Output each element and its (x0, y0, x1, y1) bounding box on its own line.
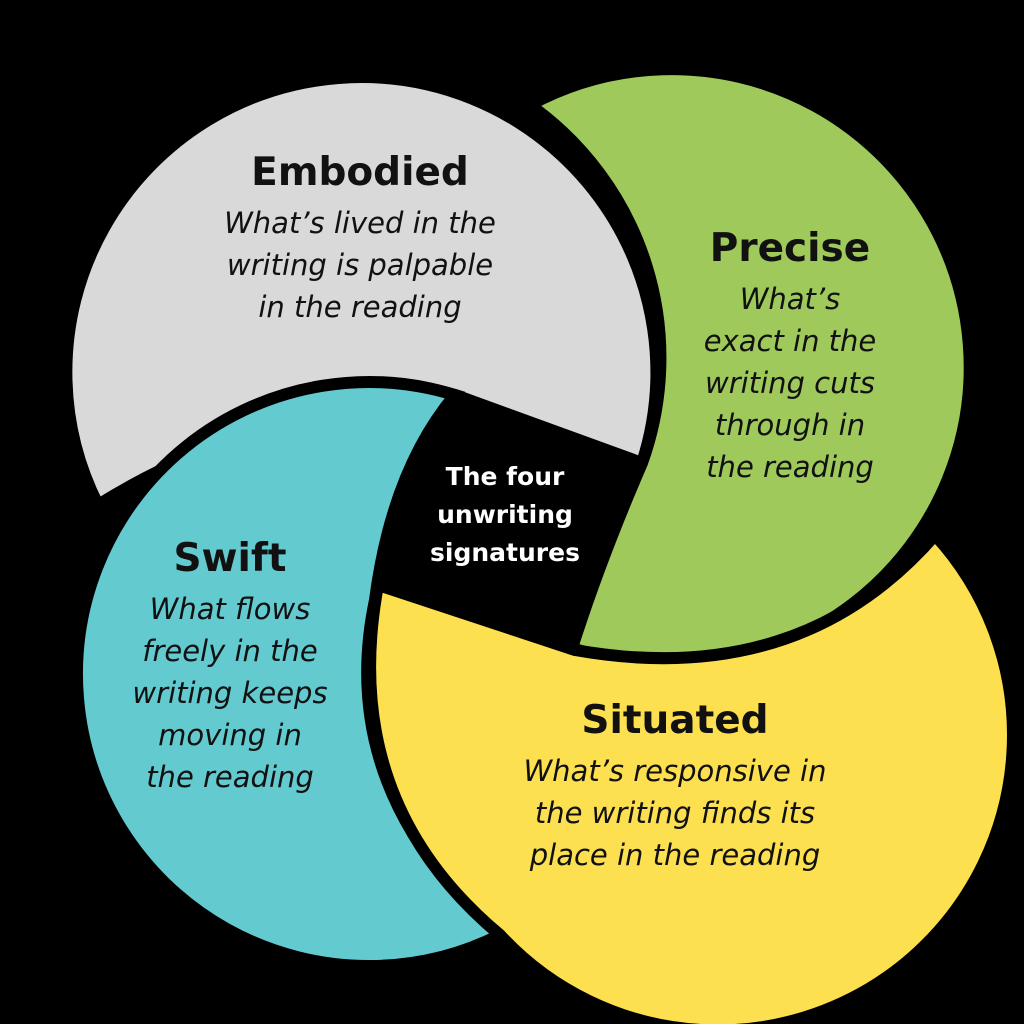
embodied-description: What’s lived in the writing is palpable … (224, 206, 496, 324)
precise-block: Precise What’s exact in the writing cuts… (660, 226, 920, 488)
embodied-title: Embodied (251, 150, 469, 195)
situated-title: Situated (581, 698, 769, 743)
precise-title: Precise (709, 226, 871, 271)
swift-description: What flows freely in the writing keeps m… (132, 592, 328, 794)
situated-description: What’s responsive in the writing finds i… (523, 754, 827, 872)
precise-description: What’s exact in the writing cuts through… (703, 282, 877, 484)
swift-title: Swift (173, 536, 287, 581)
center-label: The four unwriting signatures (430, 462, 580, 567)
embodied-block: Embodied What’s lived in the writing is … (160, 150, 560, 328)
swift-block: Swift What flows freely in the writing k… (100, 536, 360, 798)
situated-petal (364, 525, 1019, 1024)
situated-block: Situated What’s responsive in the writin… (470, 698, 880, 876)
